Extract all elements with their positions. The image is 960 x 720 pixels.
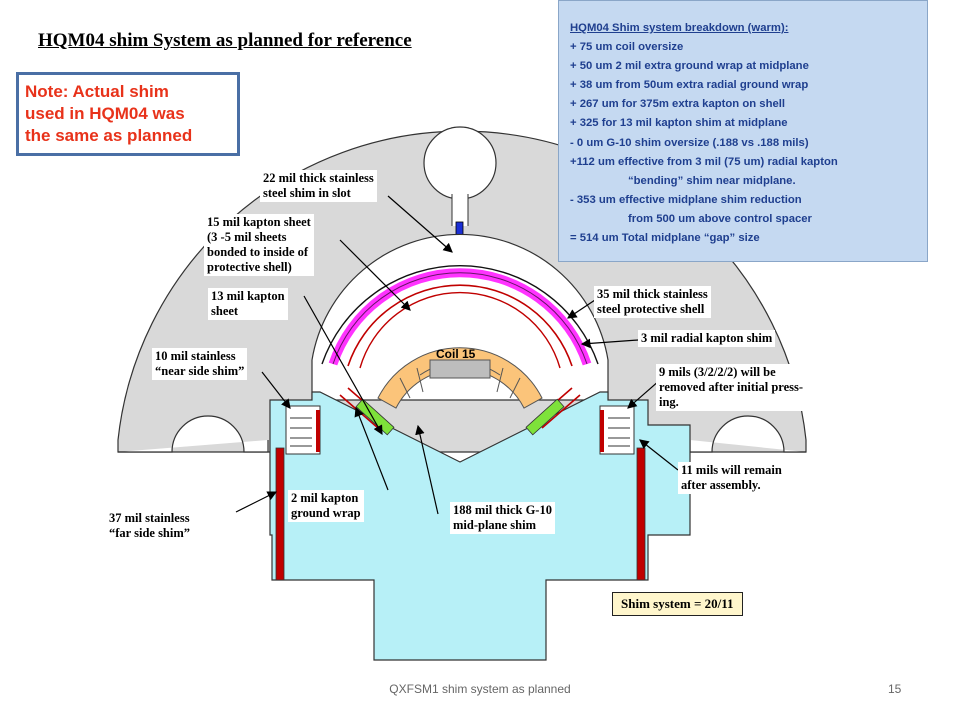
label-line: 22 mil thick stainless — [263, 171, 374, 185]
label-line: 2 mil kapton — [291, 491, 359, 505]
breakdown-line: + 38 um from 50um extra radial ground wr… — [570, 79, 809, 92]
protective-shell — [321, 264, 599, 369]
label-near-side-shim: 10 mil stainless “near side shim” — [152, 348, 248, 380]
label-line: (3 -5 mil sheets — [207, 230, 287, 244]
label-line: 188 mil thick G-10 — [453, 503, 552, 517]
label-line: 3 mil radial kapton shim — [641, 331, 773, 345]
note-line: the same as planned — [25, 126, 193, 145]
breakdown-line: - 353 um effective midplane shim reducti… — [570, 193, 802, 206]
note-line: Note: Actual shim — [25, 82, 169, 101]
breakdown-line: = 514 um Total midplane “gap” size — [570, 232, 760, 245]
label-removed: 9 mils (3/2/2/2) will be removed after i… — [656, 364, 807, 411]
page-number: 15 — [888, 682, 902, 696]
label-line: protective shell) — [207, 260, 292, 274]
note-box: Note: Actual shim used in HQM04 was the … — [16, 72, 240, 156]
label-line: 35 mil thick stainless — [597, 287, 708, 301]
far-side-shim-right — [636, 447, 646, 581]
breakdown-line: + 325 for 13 mil kapton shim at midplane — [570, 117, 788, 130]
label-line: “far side shim” — [109, 526, 191, 540]
label-line: 13 mil kapton — [211, 289, 285, 303]
label-line: ground wrap — [291, 506, 361, 520]
g10-shim-left — [355, 398, 395, 436]
label-radial-kapton: 3 mil radial kapton shim — [638, 330, 776, 347]
label-midplane-shim: 188 mil thick G-10 mid-plane shim — [450, 502, 555, 534]
label-line: removed after initial press- — [659, 380, 804, 394]
yoke-keyhole — [423, 126, 497, 226]
label-remain: 11 mils will remain after assembly. — [678, 462, 785, 494]
shim-breakdown-box: HQM04 Shim system breakdown (warm): + 75… — [558, 0, 928, 262]
breakdown-line: +112 um effective from 3 mil (75 um) rad… — [570, 155, 838, 168]
label-ground-wrap: 2 mil kapton ground wrap — [288, 490, 364, 522]
label-line: ing. — [659, 395, 679, 409]
shim-system-box: Shim system = 20/11 — [612, 592, 743, 616]
label-kapton-sheet-13: 13 mil kapton sheet — [208, 288, 288, 320]
near-side-shim-left — [285, 405, 321, 455]
breakdown-line: + 267 um for 375m extra kapton on shell — [570, 98, 786, 111]
breakdown-line: “bending” shim near midplane. — [628, 174, 796, 187]
breakdown-line: + 75 um coil oversize — [570, 41, 684, 54]
coil-blocks — [377, 347, 543, 409]
label-kapton-sheet-15: 15 mil kapton sheet (3 -5 mil sheets bon… — [204, 214, 314, 276]
footer-text: QXFSM1 shim system as planned — [389, 682, 571, 696]
label-protective-shell: 35 mil thick stainless steel protective … — [594, 286, 711, 318]
note-line: used in HQM04 was — [25, 104, 185, 123]
label-line: sheet — [211, 304, 239, 318]
breakdown-header: HQM04 Shim system breakdown (warm): — [570, 22, 789, 34]
label-line: steel protective shell — [597, 302, 705, 316]
breakdown-line: from 500 um above control spacer — [628, 212, 812, 225]
label-slot-shim: 22 mil thick stainless steel shim in slo… — [260, 170, 377, 202]
label-line: after assembly. — [681, 478, 761, 492]
label-line: 10 mil stainless — [155, 349, 236, 363]
label-line: bonded to inside of — [207, 245, 309, 259]
label-line: 37 mil stainless — [109, 511, 190, 525]
label-line: “near side shim” — [155, 364, 245, 378]
label-line: 9 mils (3/2/2/2) will be — [659, 365, 776, 379]
label-far-side-shim: 37 mil stainless “far side shim” — [106, 510, 194, 542]
breakdown-line: + 50 um 2 mil extra ground wrap at midpl… — [570, 60, 809, 73]
page-title: HQM04 shim System as planned for referen… — [38, 30, 412, 51]
leader-arrows — [235, 195, 679, 515]
near-side-shim-right — [599, 405, 635, 455]
g10-shim-right — [525, 398, 565, 436]
label-line: 15 mil kapton sheet — [207, 215, 311, 229]
far-side-shim-left — [275, 447, 285, 581]
label-line: mid-plane shim — [453, 518, 537, 532]
breakdown-line: - 0 um G-10 shim oversize (.188 vs .188 … — [570, 136, 809, 149]
label-line: 11 mils will remain — [681, 463, 782, 477]
coil-label: Coil 15 — [436, 347, 476, 361]
label-line: steel shim in slot — [263, 186, 351, 200]
